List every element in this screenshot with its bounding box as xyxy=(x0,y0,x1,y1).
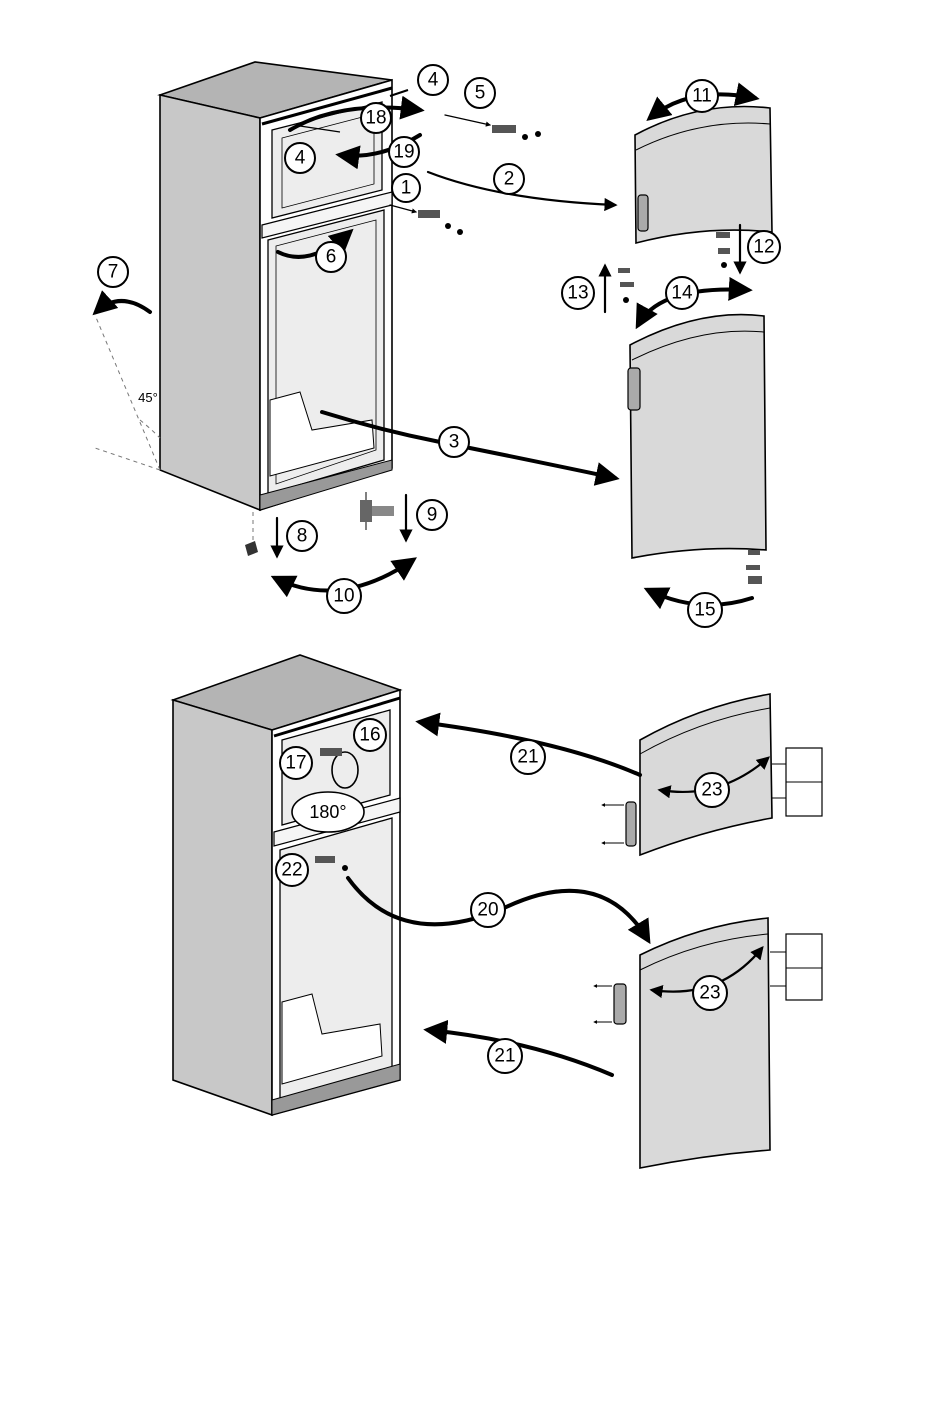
fridge-door-top xyxy=(628,315,766,558)
svg-text:4: 4 xyxy=(428,70,439,91)
svg-text:19: 19 xyxy=(393,142,414,163)
svg-text:1: 1 xyxy=(401,178,412,199)
callout-23a: 23 xyxy=(695,773,729,807)
hole-cover-icon-2 xyxy=(786,934,822,1000)
svg-text:6: 6 xyxy=(326,247,337,268)
svg-text:21: 21 xyxy=(494,1046,515,1067)
callout-3: 3 xyxy=(439,427,469,457)
freezer-handle-icon xyxy=(638,195,648,231)
svg-text:3: 3 xyxy=(449,432,460,453)
svg-text:15: 15 xyxy=(694,600,715,621)
svg-text:2: 2 xyxy=(504,169,515,190)
svg-text:4: 4 xyxy=(295,148,306,169)
bottom-hinge-icon xyxy=(360,500,372,522)
callout-1: 1 xyxy=(392,174,420,202)
svg-text:23: 23 xyxy=(701,780,722,801)
fridge-handle-moved-icon xyxy=(614,984,626,1024)
svg-text:18: 18 xyxy=(365,108,386,129)
callout-14: 14 xyxy=(666,277,698,309)
callout-13: 13 xyxy=(562,277,594,309)
svg-text:8: 8 xyxy=(297,526,308,547)
callout-4b: 4 xyxy=(285,143,315,173)
callout-19: 19 xyxy=(389,137,419,167)
svg-text:5: 5 xyxy=(475,83,486,104)
svg-text:22: 22 xyxy=(281,860,302,881)
callout-12: 12 xyxy=(748,231,780,263)
callout-17: 17 xyxy=(280,747,312,779)
svg-text:23: 23 xyxy=(699,983,720,1004)
callout-5: 5 xyxy=(465,78,495,108)
fridge-top-view xyxy=(95,62,392,510)
fridge-handle-icon xyxy=(628,368,640,410)
callout-8: 8 xyxy=(287,521,317,551)
svg-text:9: 9 xyxy=(427,505,438,526)
svg-text:17: 17 xyxy=(285,753,306,774)
callout-15: 15 xyxy=(688,593,722,627)
callout-7: 7 xyxy=(98,257,128,287)
callout-21a: 21 xyxy=(511,740,545,774)
callout-20: 20 xyxy=(471,893,505,927)
callout-18: 18 xyxy=(361,103,391,133)
svg-text:11: 11 xyxy=(692,86,712,107)
freezer-door-top xyxy=(635,107,772,243)
foot-screw-icon xyxy=(245,541,258,556)
tilt-angle-label: 45° xyxy=(138,390,158,405)
callout-10: 10 xyxy=(327,579,361,613)
rotation-180-badge: 180° xyxy=(292,792,364,832)
hinge-pin-icon xyxy=(492,125,516,133)
svg-text:14: 14 xyxy=(671,283,693,304)
callout-21b: 21 xyxy=(488,1039,522,1073)
callout-2: 2 xyxy=(494,164,524,194)
svg-text:20: 20 xyxy=(477,900,498,921)
svg-text:13: 13 xyxy=(567,283,588,304)
svg-text:7: 7 xyxy=(108,262,119,283)
callout-4a: 4 xyxy=(418,65,448,95)
callout-11: 11 xyxy=(686,80,718,112)
svg-text:10: 10 xyxy=(333,586,354,607)
callout-6: 6 xyxy=(316,242,346,272)
rotation-label: 180° xyxy=(309,802,346,822)
freezer-handle-moved-icon xyxy=(626,802,636,846)
hinge-bracket-icon xyxy=(418,210,440,218)
svg-text:21: 21 xyxy=(517,747,538,768)
svg-text:16: 16 xyxy=(359,725,380,746)
callout-22: 22 xyxy=(276,854,308,886)
callout-9: 9 xyxy=(417,500,447,530)
callout-16: 16 xyxy=(354,719,386,751)
svg-text:12: 12 xyxy=(753,237,774,258)
fridge-door-bottom xyxy=(594,918,822,1168)
callout-23b: 23 xyxy=(693,976,727,1010)
